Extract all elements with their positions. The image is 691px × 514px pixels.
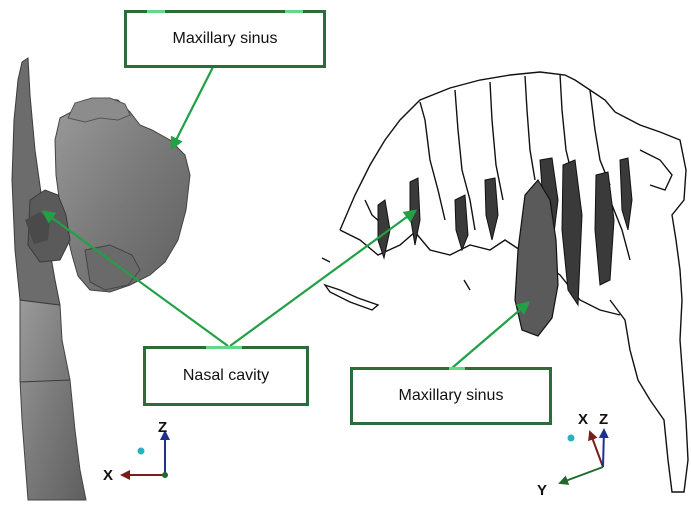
left-axis-origin: [162, 472, 168, 478]
sliver-1: [378, 200, 390, 258]
left-axis-x-label: X: [103, 467, 113, 484]
right-model-fragment-2: [322, 258, 330, 262]
sliver-8: [620, 158, 632, 230]
sliver-3: [455, 195, 468, 250]
right-model-band-6: [590, 90, 610, 185]
arrow-maxillary-top: [172, 67, 213, 148]
right-model-fragment-1: [325, 285, 378, 310]
arrow-maxillary-bottom: [452, 303, 528, 368]
right-model-band-5: [560, 74, 572, 175]
left-model-upper-crest: [68, 98, 130, 122]
right-3d-model: [322, 72, 688, 492]
sliver-4: [485, 178, 498, 240]
label-maxillary-sinus-top: Maxillary sinus: [124, 10, 326, 68]
right-model-fragment-3: [464, 280, 470, 290]
label-accent: [147, 10, 165, 13]
left-axis-triad: Z X: [103, 419, 168, 484]
left-model-column: [20, 300, 86, 500]
label-text: Nasal cavity: [183, 367, 269, 385]
right-axis-y: [560, 467, 603, 483]
sliver-6: [562, 160, 582, 305]
right-model-slivers: [378, 158, 632, 305]
right-axis-z-label: Z: [599, 411, 608, 428]
right-model-outline: [340, 72, 688, 492]
left-model-spine: [12, 58, 60, 305]
right-axis-x: [590, 432, 603, 467]
right-axis-origin-dot: [568, 435, 575, 442]
label-nasal-cavity: Nasal cavity: [143, 346, 309, 406]
label-accent: [206, 346, 242, 349]
right-model-band-4: [525, 76, 535, 180]
label-maxillary-sinus-bottom: Maxillary sinus: [350, 367, 552, 425]
left-axis-origin-dot: [138, 448, 145, 455]
right-axis-y-label: Y: [537, 482, 547, 499]
label-accent: [449, 367, 465, 370]
label-accent: [285, 10, 303, 13]
right-model-band-1: [420, 102, 445, 220]
label-text: Maxillary sinus: [399, 387, 504, 405]
right-axis-x-label: X: [578, 411, 588, 428]
left-axis-z-label: Z: [158, 419, 167, 436]
right-model-fragment-4: [640, 150, 672, 190]
label-text: Maxillary sinus: [173, 30, 278, 48]
arrow-nasal-right: [230, 211, 415, 346]
right-axis-z: [603, 430, 604, 467]
sliver-7: [595, 172, 614, 285]
